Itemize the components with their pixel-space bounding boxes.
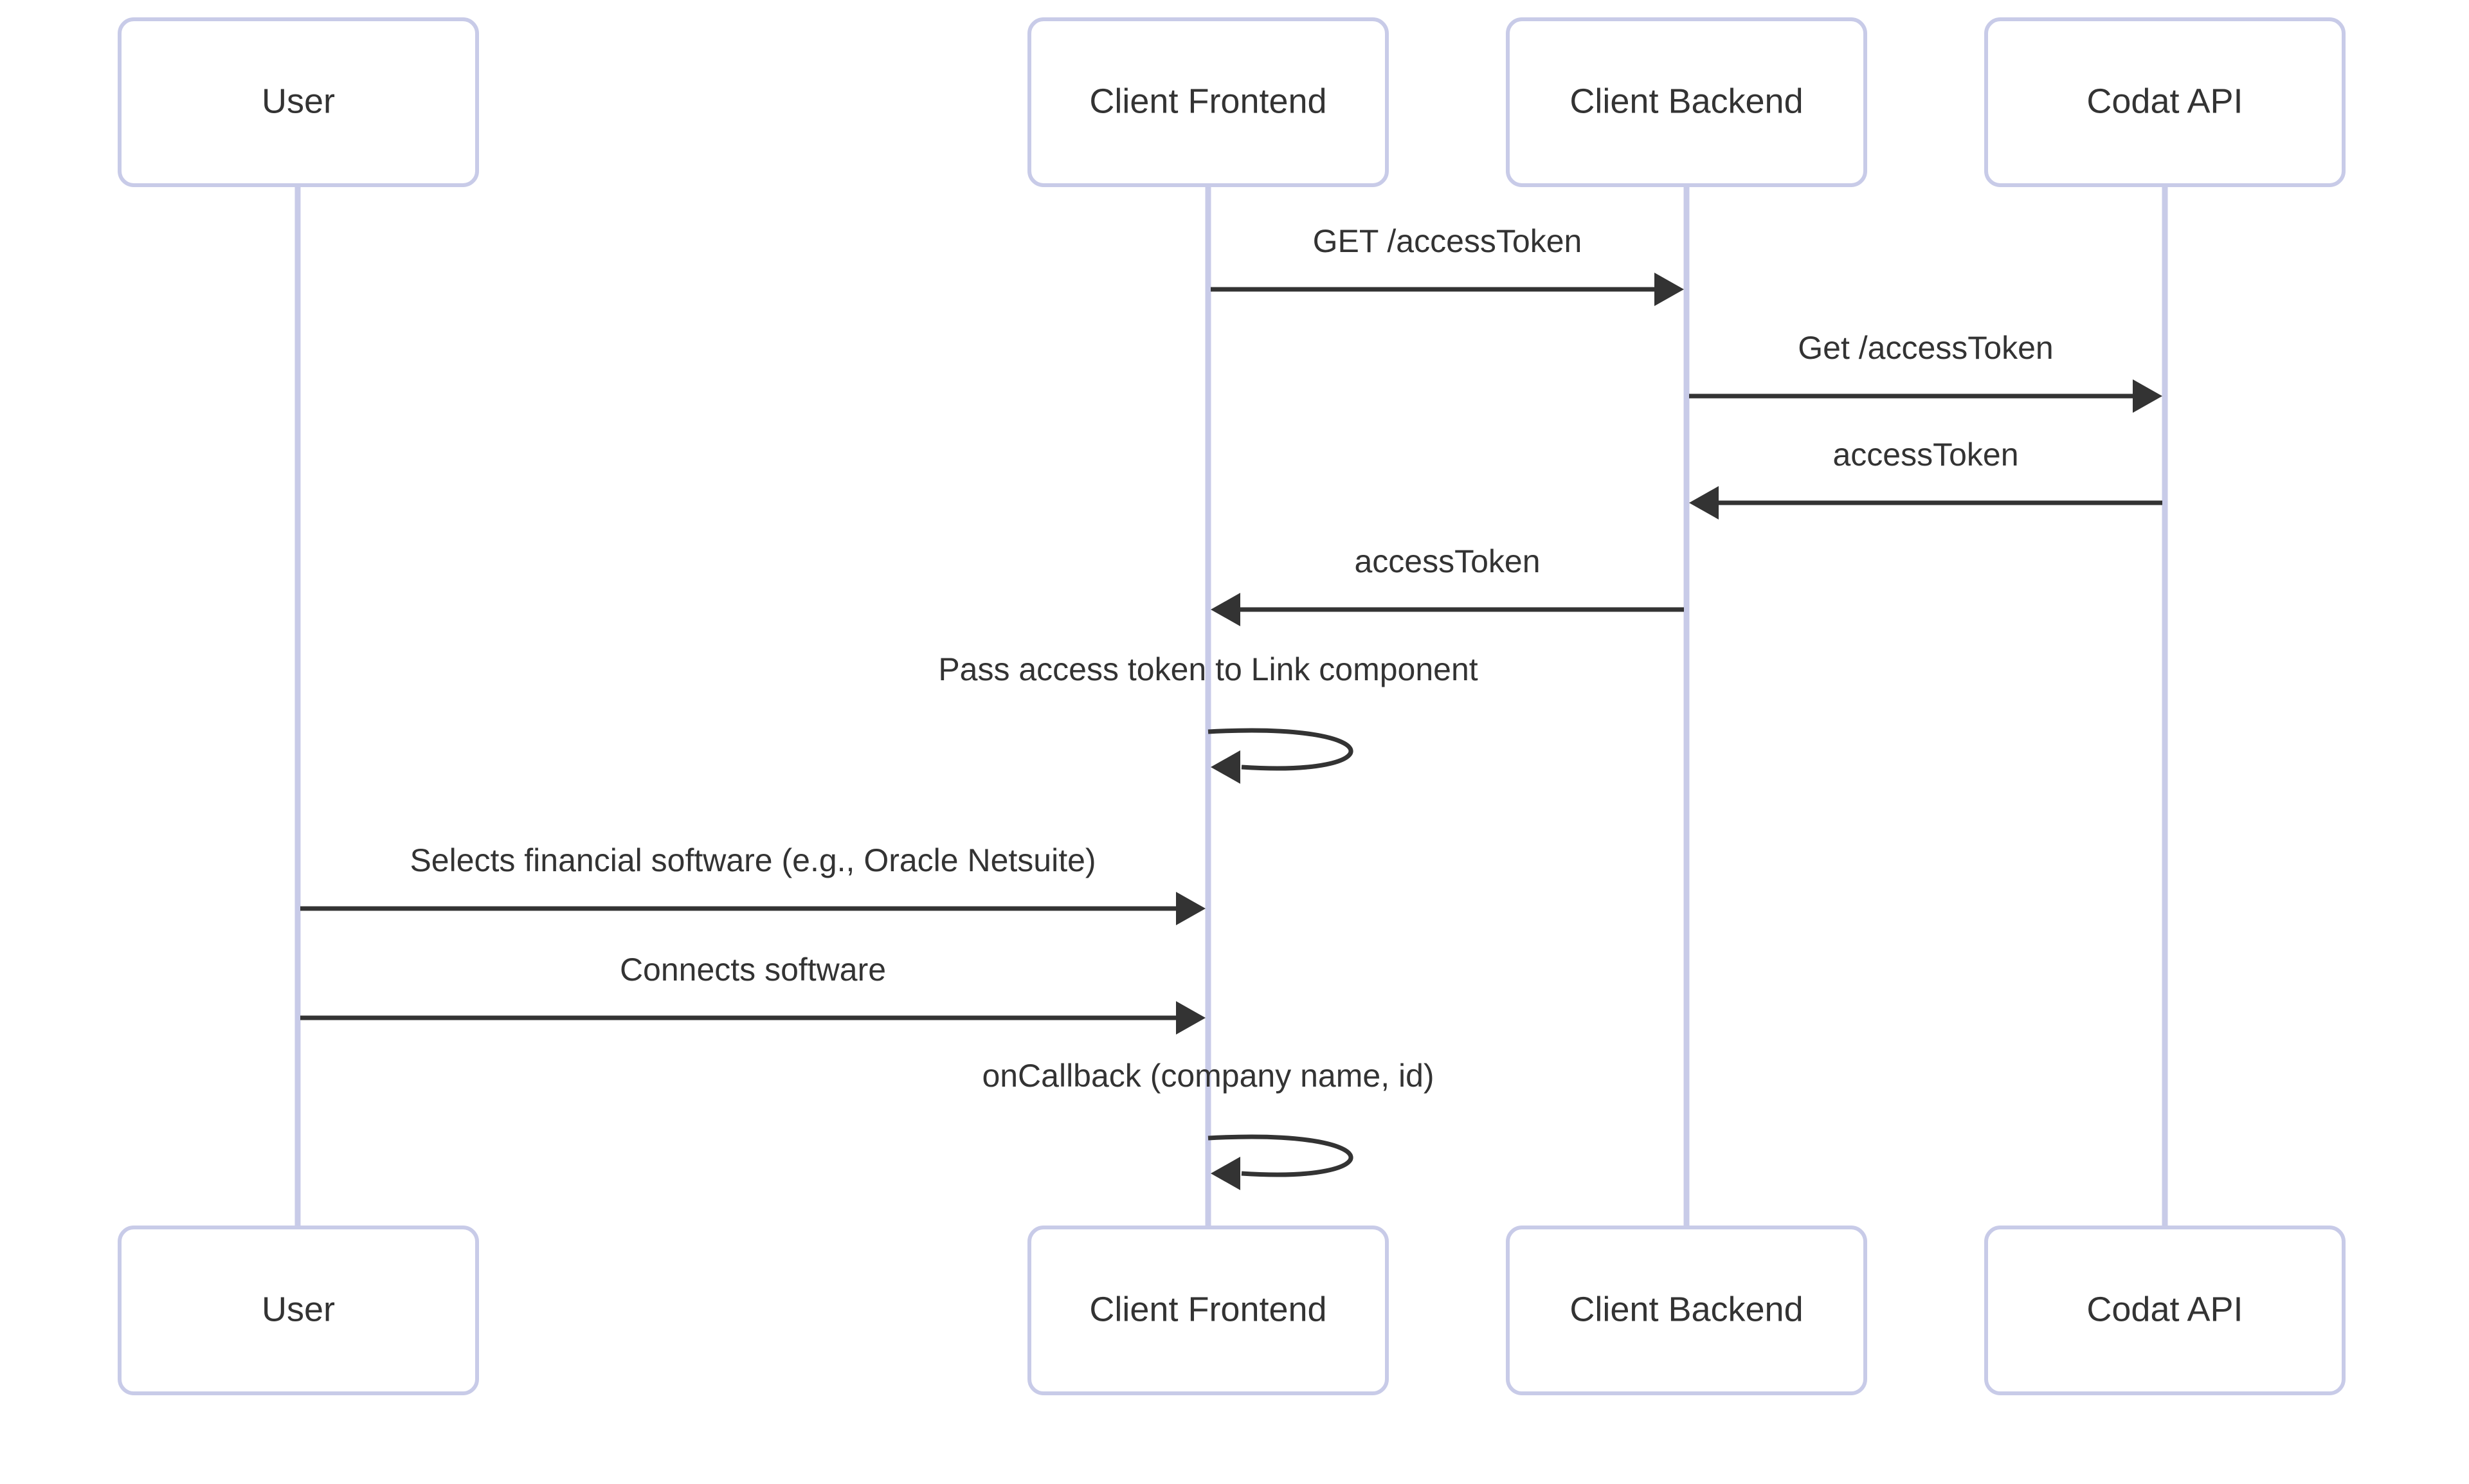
actor-bottom-backend[interactable]: Client Backend	[1506, 1226, 1867, 1395]
actor-label-frontend: Client Frontend	[1089, 1290, 1326, 1328]
self-loop-path	[1207, 728, 1353, 771]
actor-box-backend	[1506, 1226, 1867, 1395]
arrow-head-icon	[2133, 379, 2162, 413]
arrow-head-icon	[1211, 593, 1240, 626]
actor-label-backend: Client Backend	[1569, 82, 1803, 120]
actor-box-user	[118, 1226, 479, 1395]
actor-box-codat	[1984, 1226, 2346, 1395]
actor-label-user: User	[262, 1290, 335, 1328]
actor-bottom-user[interactable]: User	[118, 1226, 479, 1395]
message-m5[interactable]: Pass access token to Link component	[938, 651, 1478, 784]
arrow-head-icon	[1211, 750, 1240, 784]
message-m8[interactable]: onCallback (company name, id)	[982, 1058, 1434, 1190]
message-label: accessToken	[1832, 437, 2018, 473]
actor-bottom-frontend[interactable]: Client Frontend	[1027, 1226, 1389, 1395]
message-m7[interactable]: Connects software	[300, 952, 1206, 1035]
actor-box-codat	[1984, 17, 2346, 187]
actor-label-frontend: Client Frontend	[1089, 82, 1326, 120]
message-label: Connects software	[620, 952, 886, 988]
actor-bottom-codat[interactable]: Codat API	[1984, 1226, 2346, 1395]
actor-label-codat: Codat API	[2086, 82, 2243, 120]
message-label: Selects financial software (e.g., Oracle…	[410, 842, 1096, 878]
actor-top-user[interactable]: User	[118, 17, 479, 187]
self-loop-path	[1207, 1134, 1353, 1177]
arrow-head-icon	[1689, 486, 1719, 520]
actor-top-backend[interactable]: Client Backend	[1506, 17, 1867, 187]
actor-box-frontend	[1027, 1226, 1389, 1395]
message-m2[interactable]: Get /accessToken	[1689, 330, 2162, 413]
actor-top-frontend[interactable]: Client Frontend	[1027, 17, 1389, 187]
actor-top-codat[interactable]: Codat API	[1984, 17, 2346, 187]
message-m1[interactable]: GET /accessToken	[1211, 223, 1684, 306]
message-label: onCallback (company name, id)	[982, 1058, 1434, 1094]
message-label: Pass access token to Link component	[938, 651, 1478, 687]
arrow-head-icon	[1176, 1001, 1206, 1035]
message-m6[interactable]: Selects financial software (e.g., Oracle…	[300, 842, 1206, 925]
arrow-head-icon	[1176, 892, 1206, 925]
actor-box-user	[118, 17, 479, 187]
message-m4[interactable]: accessToken	[1211, 543, 1684, 626]
actor-box-frontend	[1027, 17, 1389, 187]
arrow-head-icon	[1211, 1157, 1240, 1190]
actor-box-backend	[1506, 17, 1867, 187]
actor-label-user: User	[262, 82, 335, 120]
actor-label-codat: Codat API	[2086, 1290, 2243, 1328]
arrow-head-icon	[1654, 273, 1684, 306]
message-label: GET /accessToken	[1313, 223, 1582, 259]
message-m3[interactable]: accessToken	[1689, 437, 2162, 520]
message-label: accessToken	[1354, 543, 1540, 579]
actor-label-backend: Client Backend	[1569, 1290, 1803, 1328]
message-label: Get /accessToken	[1798, 330, 2053, 366]
lifelines-layer	[294, 185, 2168, 1227]
